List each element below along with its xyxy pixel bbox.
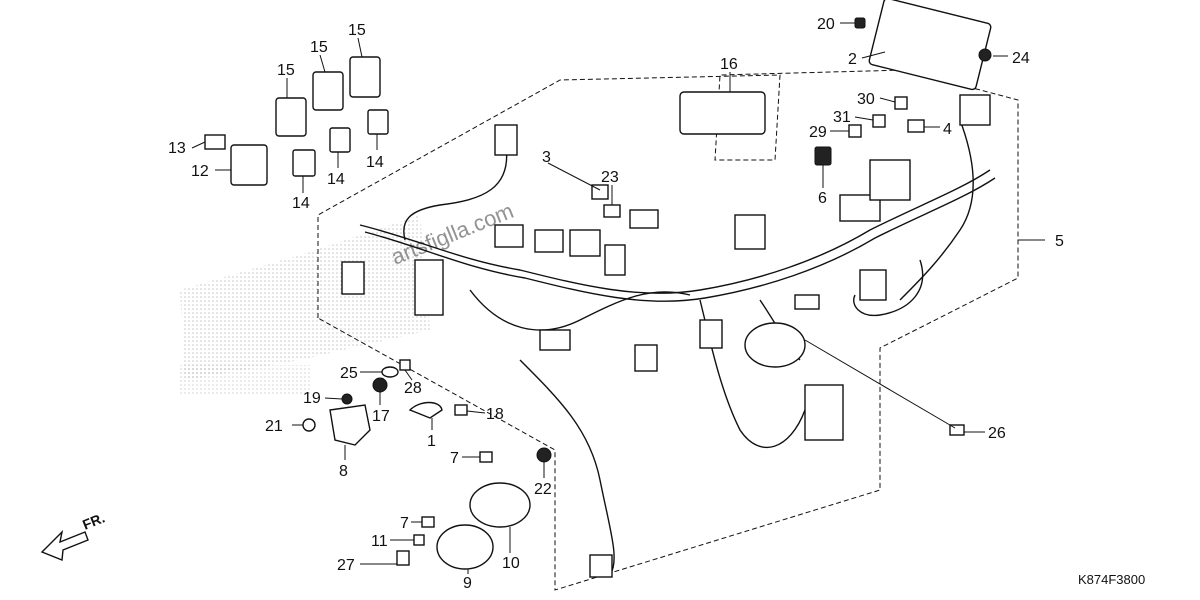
callout-9: 9 — [463, 575, 472, 592]
callout-23: 23 — [601, 169, 619, 186]
callout-12: 12 — [191, 163, 209, 180]
callout-6: 6 — [818, 190, 827, 207]
washer-25 — [381, 366, 399, 378]
watermark-logo — [180, 215, 430, 395]
callout-15b: 15 — [310, 39, 328, 56]
part-3 — [591, 184, 609, 200]
fuse-13 — [204, 134, 226, 150]
callout-5: 5 — [1055, 233, 1064, 250]
relay-15 — [275, 97, 307, 137]
nut-22 — [536, 447, 552, 463]
connector — [414, 259, 444, 316]
connector — [629, 209, 659, 229]
washer-11 — [413, 534, 425, 546]
connector — [859, 269, 887, 301]
callout-2: 2 — [848, 51, 857, 68]
relay-14 — [329, 127, 351, 153]
nut-17 — [372, 377, 388, 393]
callout-15c: 15 — [348, 22, 366, 39]
callout-14b: 14 — [327, 171, 345, 188]
callout-27: 27 — [337, 557, 355, 574]
relay-15 — [312, 71, 344, 111]
connector — [959, 94, 991, 126]
connector — [634, 344, 658, 372]
connector — [494, 224, 524, 248]
wire-harness — [341, 94, 996, 578]
control-unit-2 — [868, 0, 992, 91]
callout-11: 11 — [371, 533, 388, 550]
direction-label: FR. — [80, 509, 107, 532]
bolt-7 — [479, 451, 493, 463]
fuse-30 — [894, 96, 908, 110]
callout-18: 18 — [486, 406, 504, 423]
assembly-frame — [317, 69, 1019, 591]
bolt-7b — [421, 516, 435, 528]
callout-25: 25 — [340, 365, 358, 382]
part-19 — [341, 393, 353, 405]
nut-24 — [978, 48, 992, 62]
connector — [569, 229, 601, 257]
connector — [804, 384, 844, 441]
callout-31: 31 — [833, 109, 851, 126]
callout-3: 3 — [542, 149, 551, 166]
fuse-29 — [848, 124, 862, 138]
bolt-28 — [399, 359, 411, 371]
callout-29: 29 — [809, 124, 827, 141]
callout-28: 28 — [404, 380, 422, 397]
horn-10 — [469, 482, 531, 528]
connector — [494, 124, 518, 156]
callout-8: 8 — [339, 463, 348, 480]
connector — [734, 214, 766, 250]
callout-24: 24 — [1012, 50, 1030, 67]
leader-lines — [191, 22, 1045, 574]
relay-set — [204, 56, 389, 186]
bolt-18 — [454, 404, 468, 416]
callout-20: 20 — [817, 16, 835, 33]
bolt-26 — [949, 424, 965, 436]
grommet — [744, 322, 806, 368]
relay-14 — [292, 149, 316, 177]
callout-7b: 7 — [400, 515, 409, 532]
callout-1: 1 — [427, 433, 436, 450]
sensor-8 — [329, 404, 371, 446]
relay-14 — [367, 109, 389, 135]
callout-16: 16 — [720, 56, 738, 73]
fuse-31 — [872, 114, 886, 128]
clamp-1 — [408, 401, 443, 419]
horn-9 — [436, 524, 494, 570]
callout-13: 13 — [168, 140, 186, 157]
bolt-21 — [302, 418, 316, 432]
connector — [534, 229, 564, 253]
fuse-4 — [907, 119, 925, 133]
relay-12 — [230, 144, 268, 186]
connector — [699, 319, 723, 349]
connector — [794, 294, 820, 310]
callout-21: 21 — [265, 418, 283, 435]
connector — [604, 244, 626, 276]
callout-19: 19 — [303, 390, 321, 407]
front-direction-arrow: FR. — [40, 509, 107, 561]
callout-7a: 7 — [450, 450, 459, 467]
callout-22: 22 — [534, 481, 552, 498]
callout-4: 4 — [943, 121, 952, 138]
callout-10: 10 — [502, 555, 520, 572]
connector — [341, 261, 365, 295]
callout-14c: 14 — [366, 154, 384, 171]
bolt-20 — [854, 17, 866, 29]
connector — [869, 159, 911, 201]
callout-26: 26 — [988, 425, 1006, 442]
part-6 — [814, 146, 832, 166]
unit-16 — [679, 91, 766, 135]
connector — [589, 554, 613, 578]
connector — [539, 329, 571, 351]
callout-30: 30 — [857, 91, 875, 108]
drawing-code: K874F3800 — [1078, 572, 1145, 587]
callout-17: 17 — [372, 408, 390, 425]
callout-15a: 15 — [277, 62, 295, 79]
part-23 — [603, 204, 621, 218]
relay-15 — [349, 56, 381, 98]
bolt-27 — [396, 550, 410, 566]
callout-14a: 14 — [292, 195, 310, 212]
